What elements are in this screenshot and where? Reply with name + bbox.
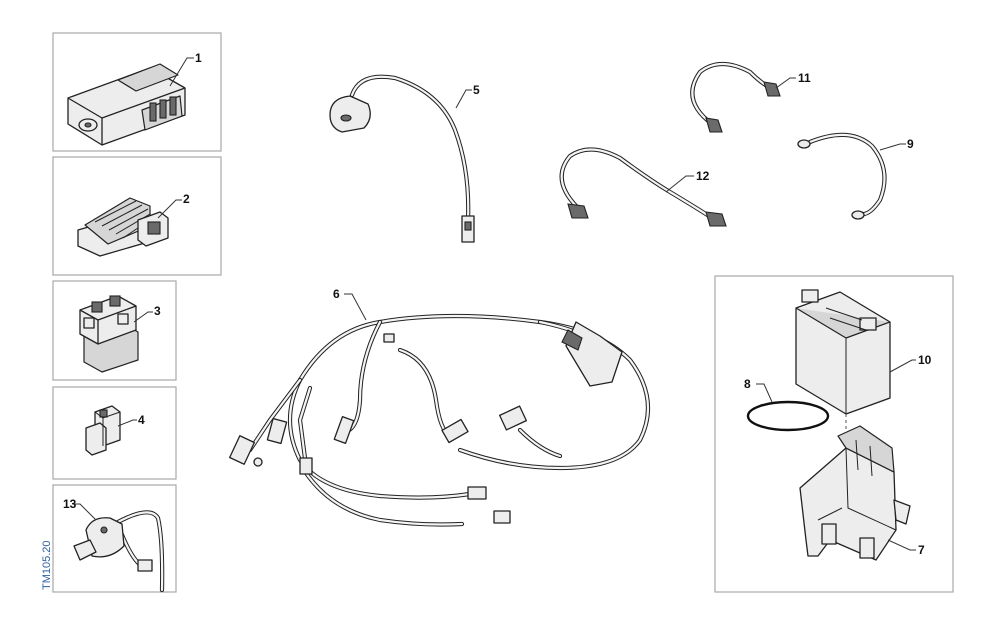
cable-12-icon <box>559 147 727 227</box>
leader-5 <box>455 89 472 109</box>
cable-11-icon <box>690 61 781 133</box>
callout-8: 8 <box>744 377 751 391</box>
leader-8 <box>756 383 773 403</box>
leader-10 <box>889 359 916 373</box>
callout-6: 6 <box>333 287 340 301</box>
callout-4: 4 <box>138 413 145 427</box>
leader-3 <box>133 311 153 323</box>
callout-12: 12 <box>696 169 710 183</box>
figure-code: TM105.20 <box>41 540 53 590</box>
leader-11 <box>775 77 796 89</box>
ecu-unit-icon <box>67 63 186 146</box>
leader-6 <box>344 293 367 321</box>
regulator-icon <box>77 197 169 257</box>
o-ring-icon <box>746 400 830 432</box>
callout-10: 10 <box>918 353 932 367</box>
callout-9: 9 <box>907 137 914 151</box>
callout-11: 11 <box>798 71 811 85</box>
sensor-harness-icon <box>329 74 475 243</box>
battery-bracket-icon <box>799 425 911 561</box>
leader-12 <box>665 175 694 193</box>
leader-2 <box>157 199 182 219</box>
battery-icon <box>795 289 891 415</box>
callout-5: 5 <box>473 83 480 97</box>
leader-9 <box>879 143 906 151</box>
callout-1: 1 <box>195 51 202 65</box>
starter-relay-icon <box>79 295 139 373</box>
leader-1 <box>169 57 194 87</box>
callout-13: 13 <box>63 497 77 511</box>
leader-13 <box>74 503 97 521</box>
leader-4 <box>117 419 137 427</box>
callout-7: 7 <box>918 543 925 557</box>
cable-9-icon <box>797 132 887 220</box>
main-wiring-harness-icon <box>229 313 651 527</box>
connector-icon <box>85 405 121 456</box>
leader-7 <box>887 539 916 551</box>
callout-2: 2 <box>183 192 190 206</box>
callout-3: 3 <box>154 304 161 318</box>
sensor-with-cable-icon <box>73 510 165 593</box>
